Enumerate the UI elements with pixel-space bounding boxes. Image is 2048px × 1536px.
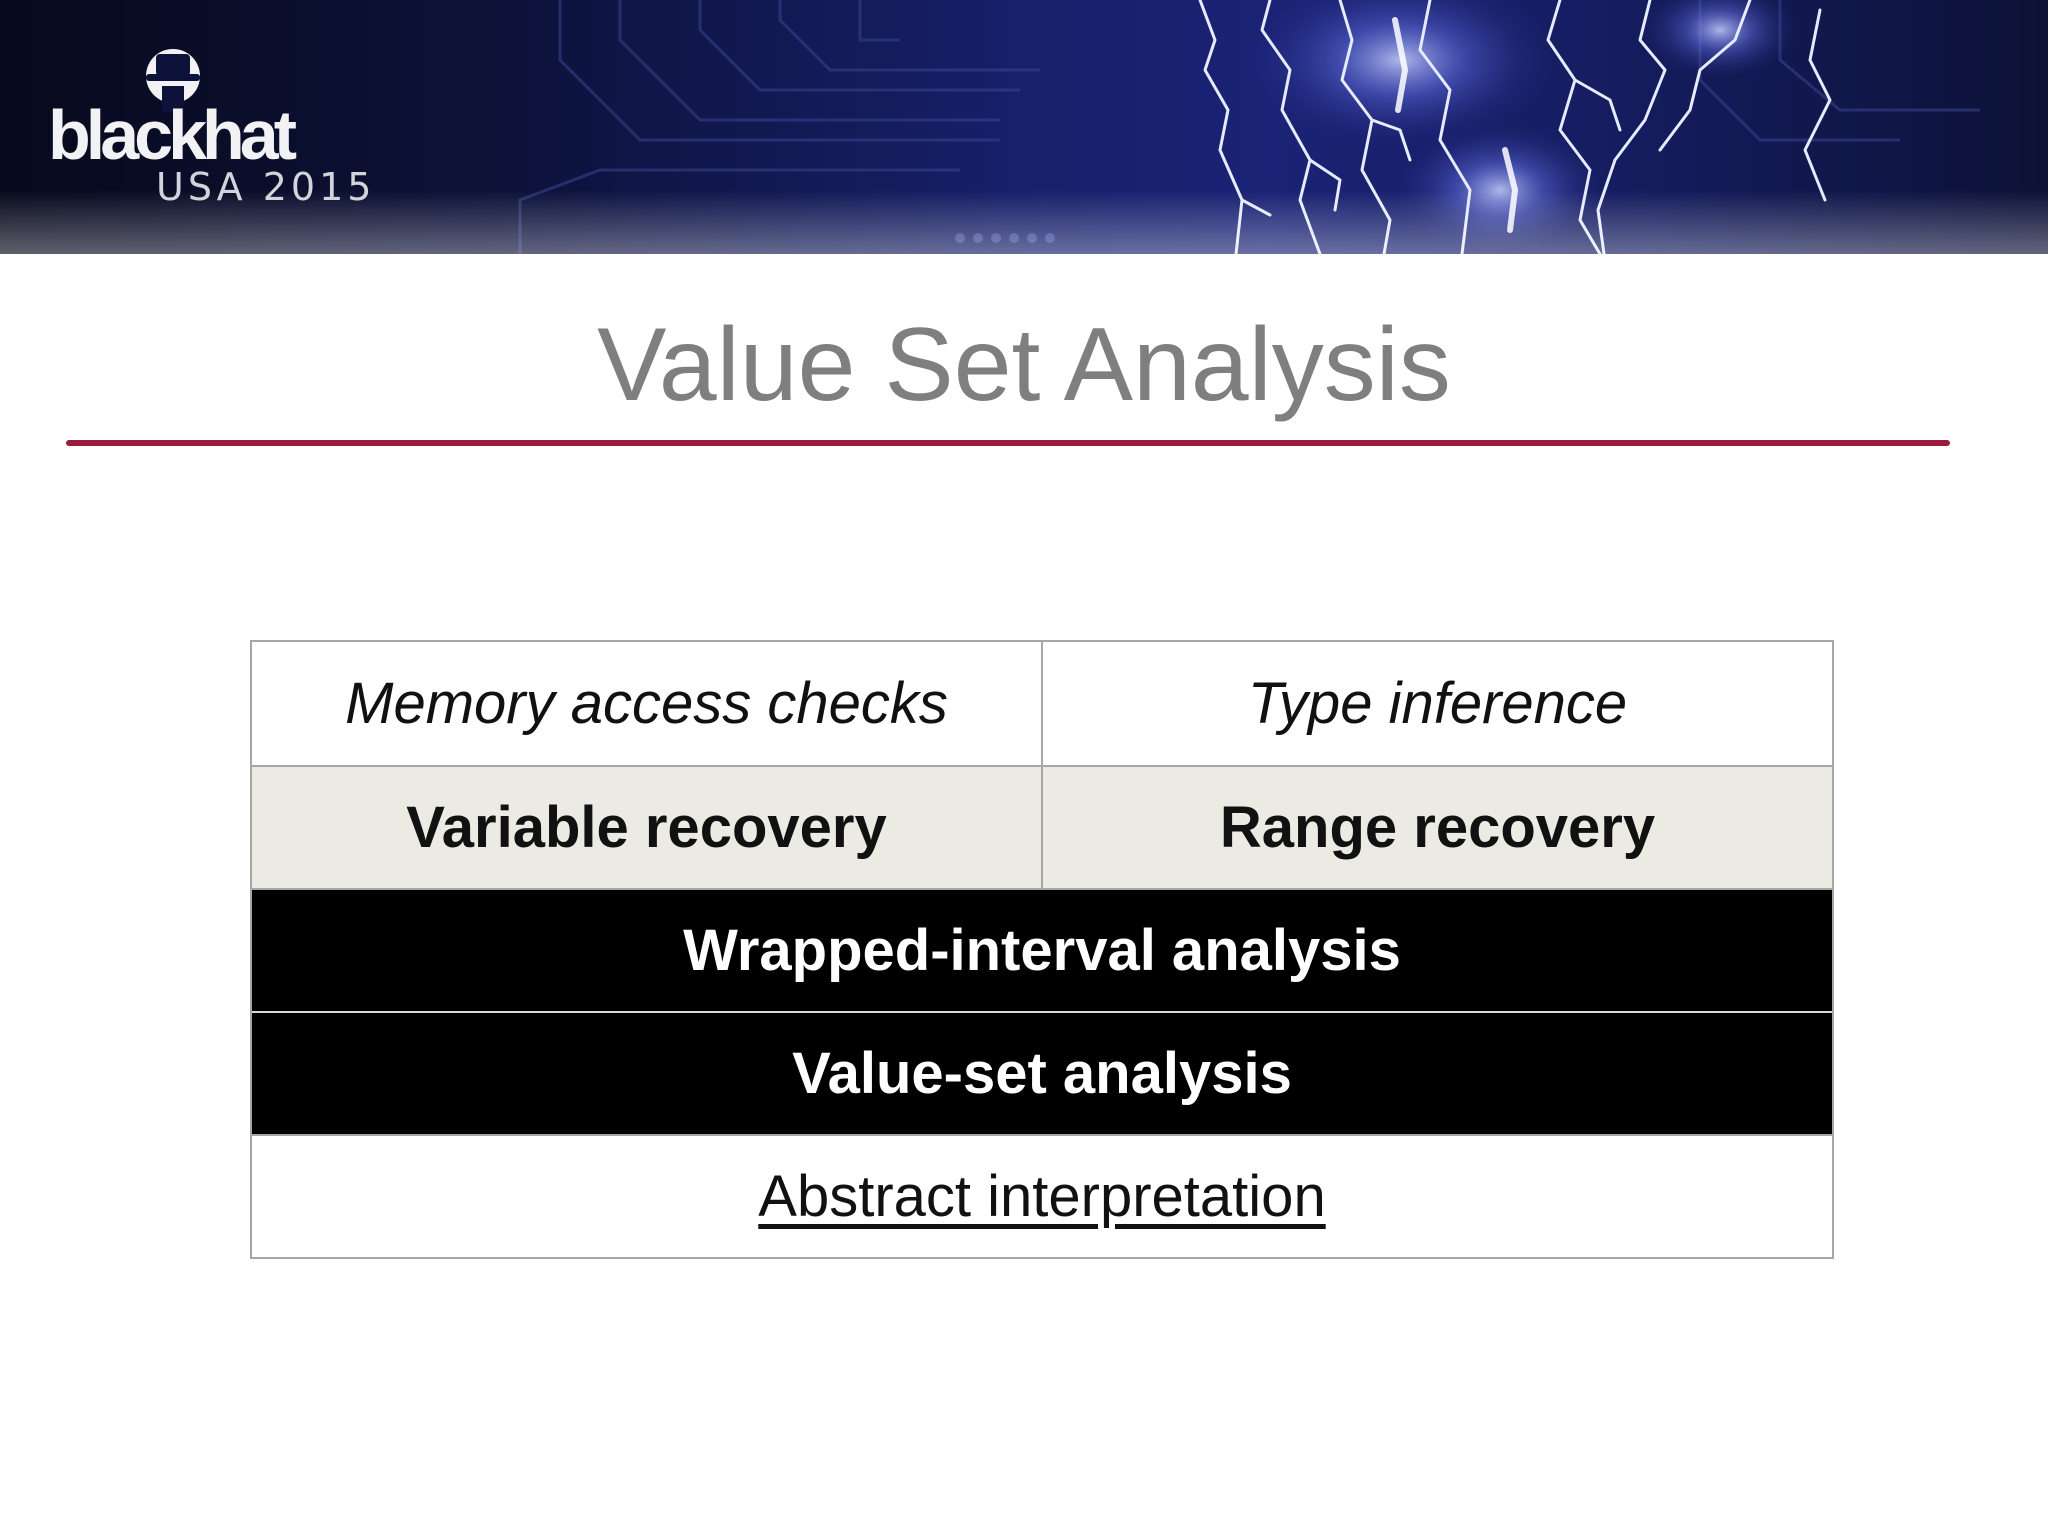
cell-type-inference: Type inference bbox=[1041, 642, 1832, 765]
cell-variable-recovery: Variable recovery bbox=[252, 767, 1041, 888]
hat-icon bbox=[146, 49, 200, 112]
cell-memory-access-checks: Memory access checks bbox=[252, 642, 1041, 765]
title-rule bbox=[66, 440, 1950, 446]
slide-title: Value Set Analysis bbox=[597, 307, 1451, 423]
diagram-row-applications: Memory access checks Type inference bbox=[252, 642, 1832, 765]
analysis-stack-diagram: Memory access checks Type inference Vari… bbox=[250, 640, 1834, 1259]
diagram-row-abstract-interpretation: Abstract interpretation bbox=[252, 1134, 1832, 1257]
logo-subtitle: USA 2015 bbox=[156, 165, 376, 209]
diagram-row-value-set: Value-set analysis bbox=[252, 1011, 1832, 1134]
blackhat-logo: blackhat USA 2015 bbox=[48, 46, 448, 216]
diagram-row-wrapped-interval: Wrapped-interval analysis bbox=[252, 888, 1832, 1011]
logo-wordmark: blackhat bbox=[48, 96, 297, 174]
cell-abstract-interpretation: Abstract interpretation bbox=[252, 1136, 1832, 1257]
cell-value-set-analysis: Value-set analysis bbox=[252, 1013, 1832, 1134]
cell-range-recovery: Range recovery bbox=[1041, 767, 1832, 888]
cell-wrapped-interval-analysis: Wrapped-interval analysis bbox=[252, 890, 1832, 1011]
header-banner: blackhat USA 2015 bbox=[0, 0, 2048, 254]
lightning-art bbox=[0, 0, 2048, 254]
diagram-row-recovery: Variable recovery Range recovery bbox=[252, 765, 1832, 888]
